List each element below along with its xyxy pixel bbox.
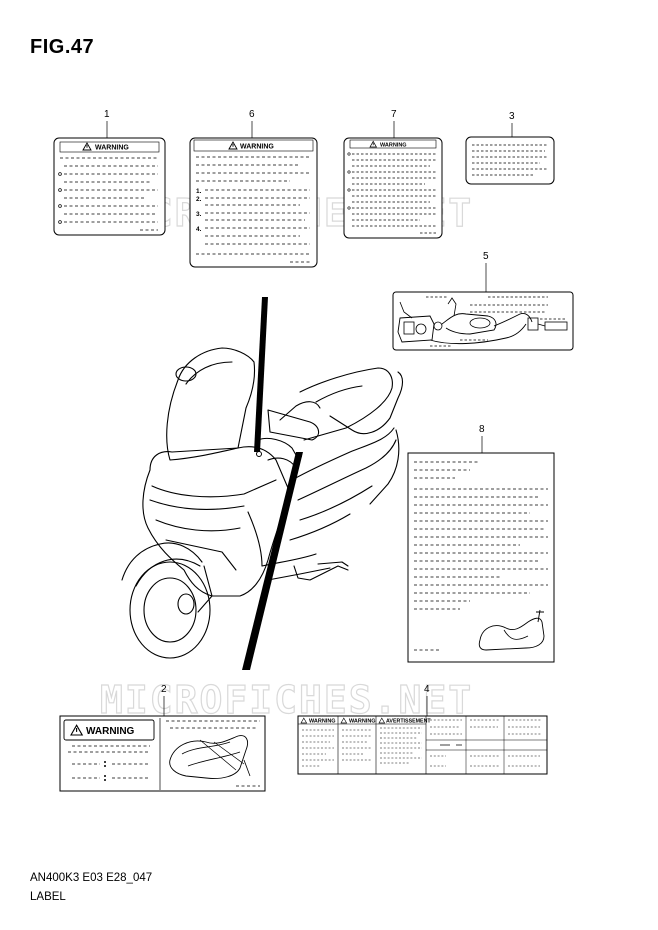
label-4-tyre-info: WARNING WARNING AVERTISSEMENT <box>297 715 548 775</box>
label-2-warning-text: WARNING <box>86 726 135 737</box>
label-6-step-4: 4. <box>196 226 202 233</box>
label-4-warning-text-2: WARNING <box>349 719 376 725</box>
svg-text:1: 1 <box>104 109 110 120</box>
label-4-avertissement-text: AVERTISSEMENT <box>386 719 431 725</box>
callout-3: 3 <box>509 111 515 137</box>
label-1-warning-text: WARNING <box>95 145 129 152</box>
label-3 <box>465 136 555 185</box>
svg-text:8: 8 <box>479 424 485 435</box>
label-1-warning: WARNING <box>53 137 166 236</box>
figure-name: LABEL <box>30 891 66 903</box>
svg-text:4: 4 <box>424 684 430 695</box>
svg-text:2: 2 <box>161 684 167 695</box>
label-7-warning-text: WARNING <box>380 143 407 149</box>
svg-text:7: 7 <box>391 109 397 120</box>
label-6-step-1: 1. <box>196 188 202 195</box>
figure-code: AN400K3 E03 E28_047 <box>30 872 153 884</box>
callout-6: 6 <box>249 109 255 138</box>
label-5-schematic <box>392 291 574 351</box>
label-leader-lines <box>242 297 303 670</box>
label-2-warning: WARNING <box>59 715 266 792</box>
callout-2: 2 <box>161 684 167 716</box>
watermark-bottom: MICROFICHES.NET <box>100 678 473 722</box>
label-position-marks <box>256 451 302 459</box>
label-7-warning: WARNING <box>343 137 443 239</box>
label-4-warning-text-1: WARNING <box>309 719 336 725</box>
callout-8: 8 <box>479 424 485 453</box>
callout-7: 7 <box>391 109 397 138</box>
svg-text:5: 5 <box>483 251 489 262</box>
callout-4: 4 <box>424 684 430 716</box>
label-6-warning-text: WARNING <box>240 144 274 151</box>
scooter-illustration <box>121 347 404 659</box>
label-6-step-2: 2. <box>196 196 202 203</box>
label-6-warning: WARNING 1. 2. 3. 4. <box>189 137 318 268</box>
figure-title: FIG.47 <box>30 36 95 58</box>
label-6-step-3: 3. <box>196 211 202 218</box>
svg-text:3: 3 <box>509 111 515 122</box>
svg-text:6: 6 <box>249 109 255 120</box>
callout-1: 1 <box>104 109 110 138</box>
label-8-seat-info <box>407 452 555 663</box>
callout-5: 5 <box>483 251 489 292</box>
